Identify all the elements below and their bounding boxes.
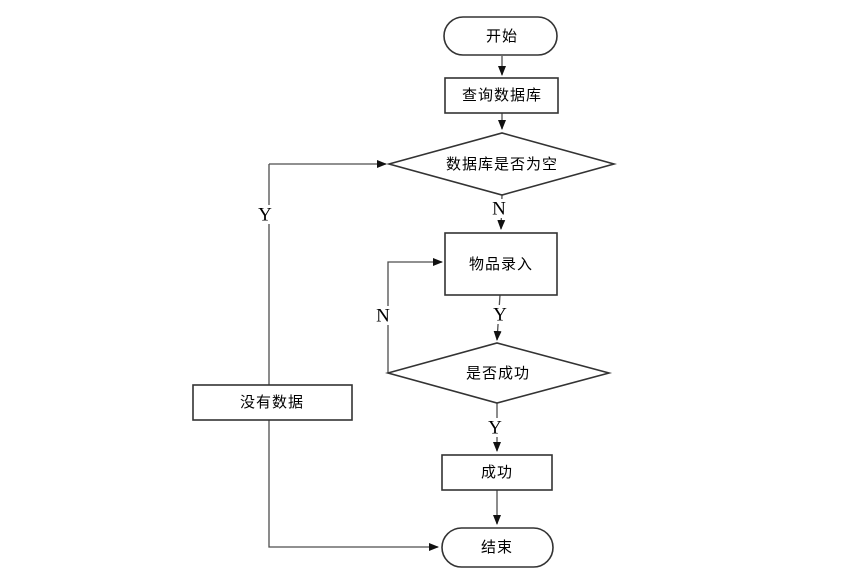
node-label-end: 结束 [481, 539, 513, 556]
node-is-success: 是否成功 [384, 342, 613, 404]
edge-label-text-y: Y [493, 305, 507, 326]
terminator-shape-start [443, 16, 558, 56]
edge-issuccess-loop-to-itementry [387, 258, 443, 373]
process-shape-success [441, 454, 553, 491]
process-shape-item-entry [444, 232, 558, 296]
node-start: 开始 [443, 16, 558, 56]
edge-label-db-empty-n: N [490, 199, 508, 220]
node-item-entry: 物品录入 [444, 232, 558, 296]
edge-label-bg [256, 205, 274, 224]
node-label-start: 开始 [486, 28, 518, 45]
node-success: 成功 [441, 454, 553, 491]
node-no-data: 没有数据 [192, 384, 353, 421]
edge-label-bg [374, 306, 392, 325]
edge-label-is-success-n: N [374, 306, 392, 327]
edge-label-db-empty-y: Y [256, 205, 274, 226]
node-label-db-empty: 数据库是否为空 [446, 156, 558, 173]
edge-label-text-y: Y [258, 205, 272, 226]
process-shape-no-data [192, 384, 353, 421]
node-label-is-success: 是否成功 [466, 365, 530, 382]
decision-shape-is-success [384, 342, 613, 404]
edge-label-text-y: Y [488, 418, 502, 439]
edge-label-bg [491, 305, 509, 324]
decision-shape-db-empty [385, 132, 617, 196]
edge-label-bg [486, 418, 504, 437]
node-query-db: 查询数据库 [444, 77, 559, 114]
node-label-no-data: 没有数据 [240, 394, 304, 411]
node-label-item-entry: 物品录入 [469, 256, 533, 273]
node-label-success: 成功 [481, 464, 513, 481]
edge-label-text-n: N [492, 199, 506, 220]
edge-label-text-n: N [376, 306, 390, 327]
edge-label-is-success-y: Y [486, 418, 504, 439]
node-db-empty: 数据库是否为空 [385, 132, 617, 196]
edge-left-branch-to-end [268, 164, 439, 551]
edge-label-bg [490, 199, 508, 218]
process-shape-query-db [444, 77, 559, 114]
edge-label-item-entry-y: Y [491, 305, 509, 326]
node-label-query-db: 查询数据库 [462, 87, 542, 104]
terminator-shape-end [441, 527, 554, 568]
node-end: 结束 [441, 527, 554, 568]
